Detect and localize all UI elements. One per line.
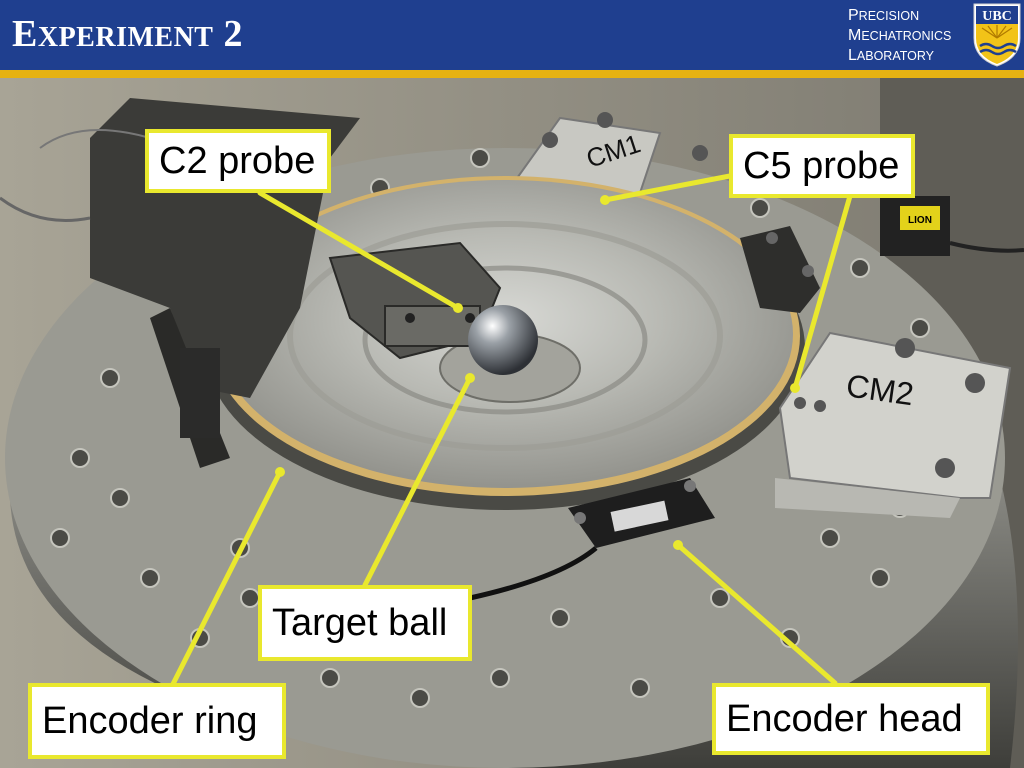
callout-c2-probe: C2 probe [145,129,331,193]
crest-text: UBC [982,9,1012,24]
disc-groove-outer [287,221,723,451]
slide-header [0,0,1024,70]
header-gold-rule [0,70,1024,78]
cable-left [0,196,91,222]
lab-line-2: MECHATRONICS [848,27,952,44]
encoder-head [469,478,715,601]
disc-groove-inner [362,265,648,415]
slide-title: EXPERIMENT 2 [12,13,243,55]
power-supply-text: LION [908,215,932,226]
callout-c5-probe: C5 probe [729,134,915,198]
ubc-crest-logo: UBC [973,3,1021,67]
target-ball [468,305,538,375]
power-cable [949,241,1024,253]
lab-line-3: LABORATORY [848,47,935,64]
lab-line-1: PRECISION [848,7,920,24]
callout-target-ball: Target ball [258,585,472,661]
lab-name: PRECISION MECHATRONICS LABORATORY [848,6,951,66]
callout-encoder-ring: Encoder ring [28,683,286,759]
callout-encoder-head: Encoder head [712,683,990,755]
power-supply-label [900,206,940,230]
cable-top-left [39,129,151,149]
